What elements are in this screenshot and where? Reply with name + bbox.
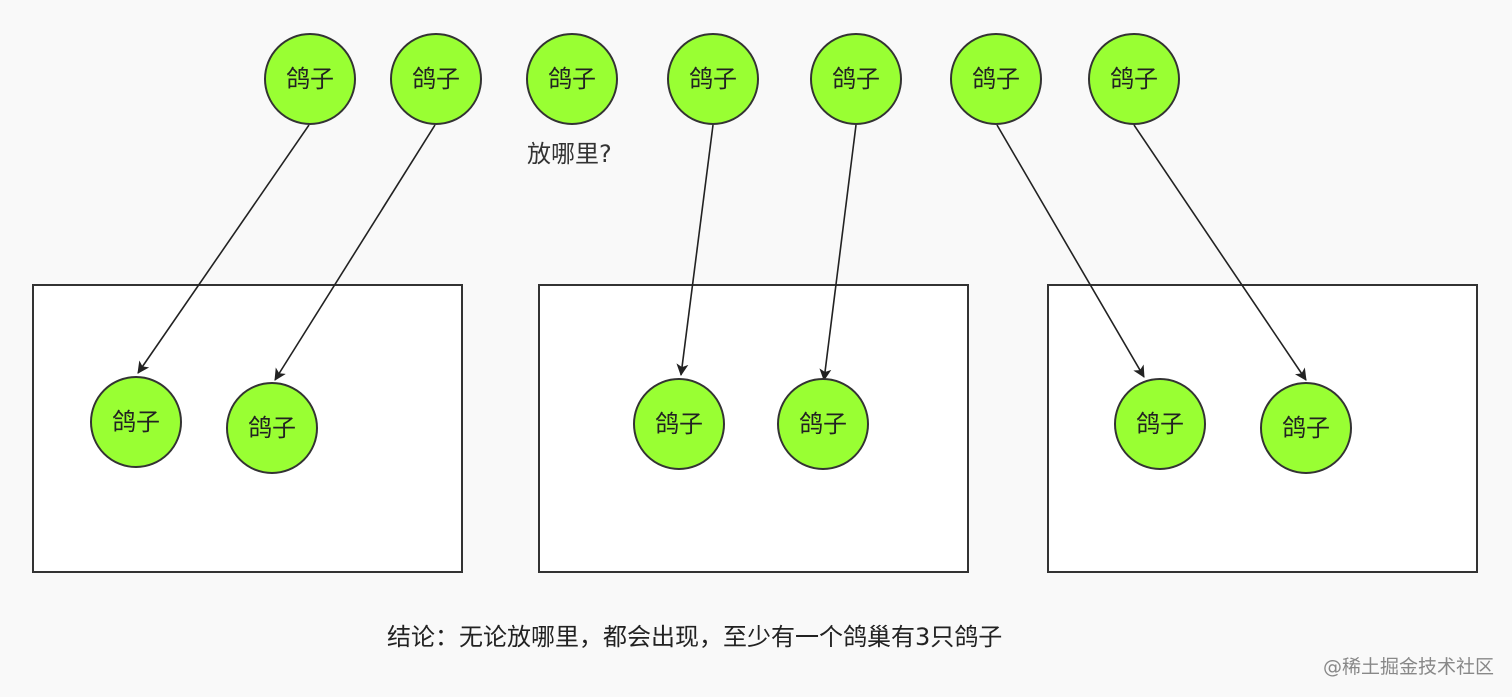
nest-2-pigeon-2: 鸽子 — [777, 378, 869, 470]
pigeon-top-1: 鸽子 — [264, 33, 356, 125]
pigeon-label: 鸽子 — [286, 65, 334, 93]
nest-box-2 — [538, 284, 969, 573]
pigeon-top-5: 鸽子 — [810, 33, 902, 125]
pigeon-label: 鸽子 — [548, 65, 596, 93]
arrow-p1-to-nest-1 — [137, 124, 310, 374]
conclusion-text: 结论：无论放哪里，都会出现，至少有一个鸽巢有3只鸽子 — [387, 623, 1002, 651]
nest-3-pigeon-2: 鸽子 — [1260, 382, 1352, 474]
pigeon-label: 鸽子 — [412, 65, 460, 93]
watermark: @稀土掘金技术社区 — [1323, 656, 1494, 678]
nest-3-pigeon-1: 鸽子 — [1114, 378, 1206, 470]
pigeon-label: 鸽子 — [972, 65, 1020, 93]
pigeon-top-2: 鸽子 — [390, 33, 482, 125]
nest-2-pigeon-1: 鸽子 — [633, 378, 725, 470]
pigeon-label: 鸽子 — [799, 410, 847, 438]
pigeon-label: 鸽子 — [112, 408, 160, 436]
arrow-p5-to-nest-2 — [819, 124, 857, 381]
pigeon-label: 鸽子 — [655, 410, 703, 438]
pigeon-top-7: 鸽子 — [1088, 33, 1180, 125]
arrow-p6-to-nest-3 — [996, 124, 1145, 378]
pigeon-label: 鸽子 — [1282, 414, 1330, 442]
pigeon-label: 鸽子 — [1136, 410, 1184, 438]
pigeon-label: 鸽子 — [689, 65, 737, 93]
pigeon-top-3-unplaced: 鸽子 — [526, 33, 618, 125]
arrow-p7-to-nest-3 — [1133, 124, 1307, 381]
pigeon-top-6: 鸽子 — [950, 33, 1042, 125]
nest-1-pigeon-2: 鸽子 — [226, 382, 318, 474]
pigeon-label: 鸽子 — [832, 65, 880, 93]
pigeon-label: 鸽子 — [248, 414, 296, 442]
pigeon-label: 鸽子 — [1110, 65, 1158, 93]
arrow-p2-to-nest-1 — [274, 124, 436, 381]
arrow-p4-to-nest-2 — [676, 124, 714, 376]
question-label: 放哪里? — [527, 140, 612, 168]
nest-1-pigeon-1: 鸽子 — [90, 376, 182, 468]
pigeon-top-4: 鸽子 — [667, 33, 759, 125]
